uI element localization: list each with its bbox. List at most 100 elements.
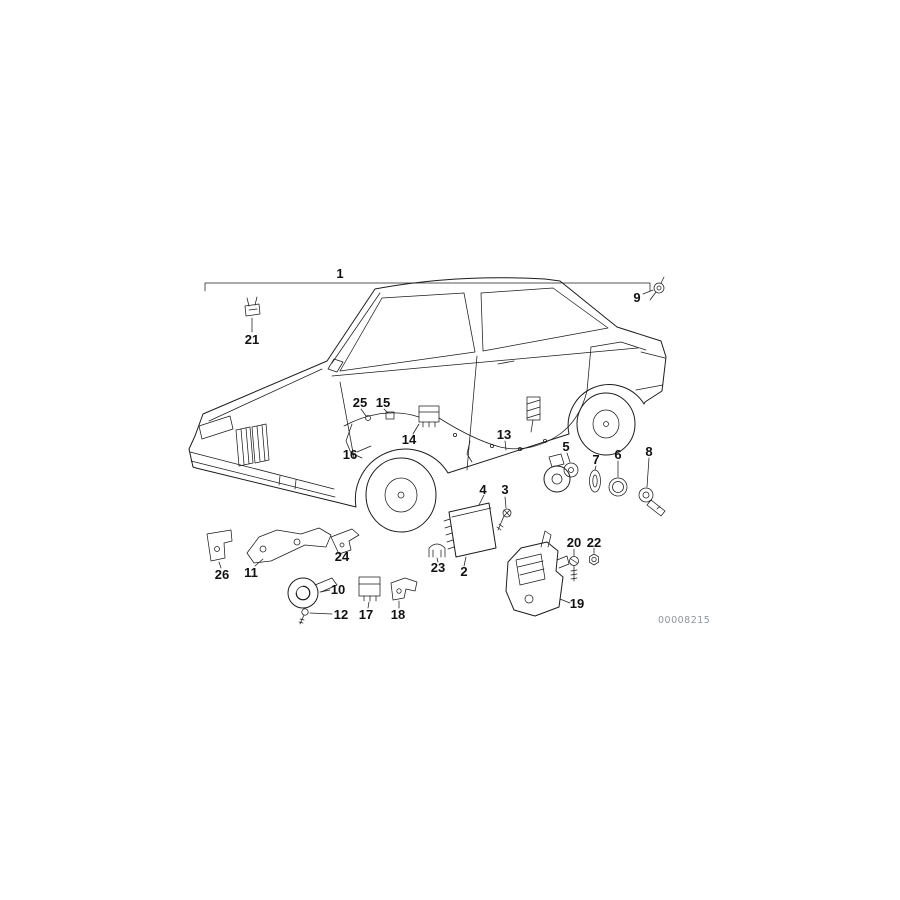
callout-7: 7 [592,452,599,467]
leader-23 [436,557,439,563]
harness-connector-dot [453,433,457,437]
callout-14: 14 [402,432,417,447]
callout-15: 15 [376,395,390,410]
callout-26: 26 [215,567,229,582]
leader-14 [412,423,420,435]
bumper-top-line [189,451,335,490]
part-11-mounting-bracket [246,527,332,567]
harness-connector-dot [490,444,494,448]
part-6-ring [608,460,628,497]
part-14-relay-box [412,405,440,435]
windshield-pillar-inner [331,292,381,364]
callout-1: 1 [336,266,343,281]
rear-wheel [576,392,636,456]
door-lock-in-door [526,396,541,433]
callout-9: 9 [633,290,640,305]
wiring-harness-drawing [343,341,647,463]
door-window [339,292,476,372]
leader-19 [559,598,571,604]
callout-5: 5 [562,439,569,454]
leader-15 [383,408,389,414]
callout-3: 3 [501,482,508,497]
callout-2: 2 [460,564,467,579]
front-wheel [365,457,437,533]
callout-1-span-line [204,282,651,292]
part-21-clip [244,296,261,333]
door-cut-line [466,355,478,471]
car-body-drawing [188,277,667,533]
callout-22: 22 [587,535,601,550]
callout-8: 8 [645,444,652,459]
fender-crease [339,381,355,459]
part-9-connector-grommet [642,276,665,301]
callout-19: 19 [570,596,584,611]
callout-labels: 1 21 9 25 15 14 16 13 5 7 6 8 4 3 2 23 2… [215,266,653,622]
headlight [198,415,234,440]
hood-line [208,368,323,422]
leader-7 [594,465,597,471]
leader-10 [319,589,331,593]
leader-16 [356,445,372,453]
part-3-screw [496,496,512,531]
part-12-screw [298,608,333,625]
part-17-relay [358,576,381,609]
leader-13 [504,440,507,451]
bumper-ticks [278,475,297,490]
harness-shelf-branch [590,341,647,351]
part-18-bracket [390,577,418,609]
callout-16: 16 [343,447,357,462]
part-7-grommet [589,465,601,493]
callout-20: 20 [567,535,581,550]
part-20-screw [569,548,579,582]
body-outline [188,277,667,508]
document-number: 00008215 [658,615,710,626]
harness-door-branch [466,440,473,463]
quarter-window [480,287,609,352]
leader-25 [360,408,367,417]
leader-5 [566,452,571,463]
part-23-clip [428,543,446,563]
leader-3 [504,496,507,509]
harness-connector-dot [518,447,522,451]
part-8-lock-cylinder-key [638,457,666,517]
beltline [331,347,639,377]
bumper-mid-line [190,460,336,498]
callout-11: 11 [244,565,258,580]
callout-10: 10 [331,582,345,597]
leader-26 [218,561,222,569]
part-24-bracket [330,528,360,555]
rear-bumper-line [635,384,664,391]
kidney-grille-left [235,426,254,467]
door-handle [497,360,515,365]
harness-main-rear [438,346,592,450]
harness-main-front [343,412,420,427]
part-5-actuator-motor [543,452,579,493]
part-22-nut [589,547,599,566]
callout-17: 17 [359,607,373,622]
taillight-line [640,351,666,359]
callout-12: 12 [334,607,348,622]
kidney-grille-right [251,423,270,464]
leader-4 [478,494,485,506]
leader-11 [254,558,264,567]
leader-17 [367,601,370,609]
callout-21: 21 [245,332,259,347]
callout-25: 25 [353,395,367,410]
callout-24: 24 [335,549,350,564]
leader-9 [642,289,654,295]
leader-12 [309,612,333,615]
leader-2 [463,556,467,567]
leader-8 [646,457,650,488]
part-15-connector [383,408,395,420]
side-mirror [327,358,344,373]
callout-23: 23 [431,560,445,575]
harness-front-branch [345,423,363,459]
callout-6: 6 [614,447,621,462]
harness-connector-dot [543,439,547,443]
part-19-lock-actuator-assembly [505,530,571,617]
callout-13: 13 [497,427,511,442]
callout-4: 4 [479,482,487,497]
part-2-control-unit [443,502,497,567]
